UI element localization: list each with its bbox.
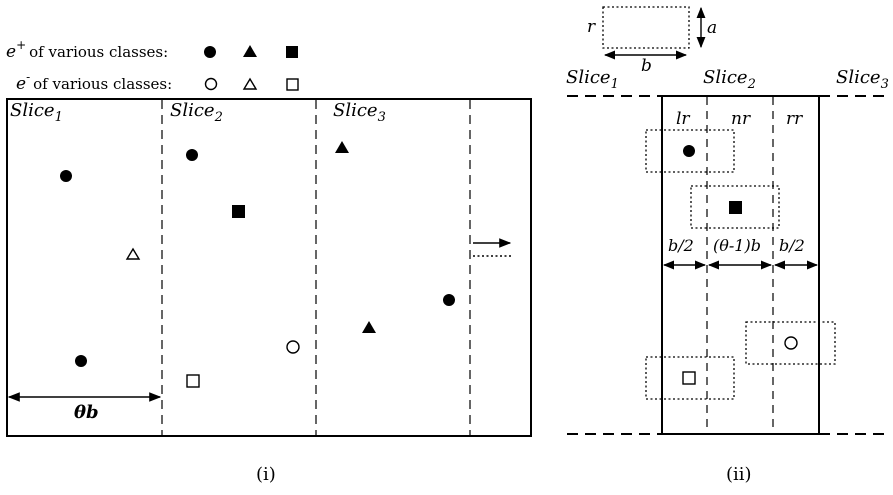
width-label: θb [74,402,99,423]
point-positive-circle [186,149,198,161]
panel-i-caption: (i) [256,464,276,485]
legend-positive-circle [204,46,216,58]
middle-width-label: (θ-1)b [713,236,761,255]
legend-negative-text: e-of various classes: [16,70,172,94]
window-box [602,6,690,49]
region-nr-label: nr [731,109,751,129]
point-positive-circle [683,145,695,157]
window-nr [690,185,780,229]
region-rr-label: rr [786,109,803,129]
slice2-frame [661,95,820,435]
point-negative-circle [286,340,300,354]
point-positive-circle [75,355,87,367]
panel-i-frame [6,98,532,437]
panel-ii-slice1-label: Slice1 [566,67,619,92]
window-b-label: b [641,56,652,76]
point-positive-square [729,201,742,214]
panel-ii-caption: (ii) [726,464,752,485]
legend-positive-square [286,46,298,58]
legend-positive-triangle [243,45,257,57]
legend: e+of various classes: e-of various class… [6,38,299,94]
point-positive-circle [443,294,455,306]
left-width-label: b/2 [668,236,694,255]
point-positive-triangle [335,141,349,153]
panel-i: Slice1 Slice2 Slice3 θb (i) [6,98,532,485]
point-negative-circle [784,336,798,350]
panel-ii: r a b Slice1 Slice2 Slice3 lr nr rr [566,6,890,485]
panel-i-slice2-label: Slice2 [170,100,223,125]
point-negative-square [682,371,696,385]
point-negative-triangle [125,247,141,260]
region-lr-label: lr [676,109,690,129]
window-lr [645,129,735,173]
panel-i-slice3-label: Slice3 [333,100,386,125]
panel-ii-slice2-label: Slice2 [703,67,756,92]
legend-negative-triangle [242,77,258,90]
legend-positive-text: e+of various classes: [6,38,168,62]
legend-negative-circle [204,77,218,91]
legend-negative-square [286,78,299,91]
point-positive-square [232,205,245,218]
point-positive-circle [60,170,72,182]
right-width-label: b/2 [779,236,805,255]
point-positive-triangle [362,321,376,333]
point-negative-square [186,374,200,388]
panel-ii-slice3-label: Slice3 [836,67,889,92]
panel-i-slice1-label: Slice1 [10,100,63,125]
window-a-label: a [707,18,717,38]
window-lr-bottom [645,356,735,400]
window-r-label: r [587,17,596,37]
window-rr [745,321,836,365]
